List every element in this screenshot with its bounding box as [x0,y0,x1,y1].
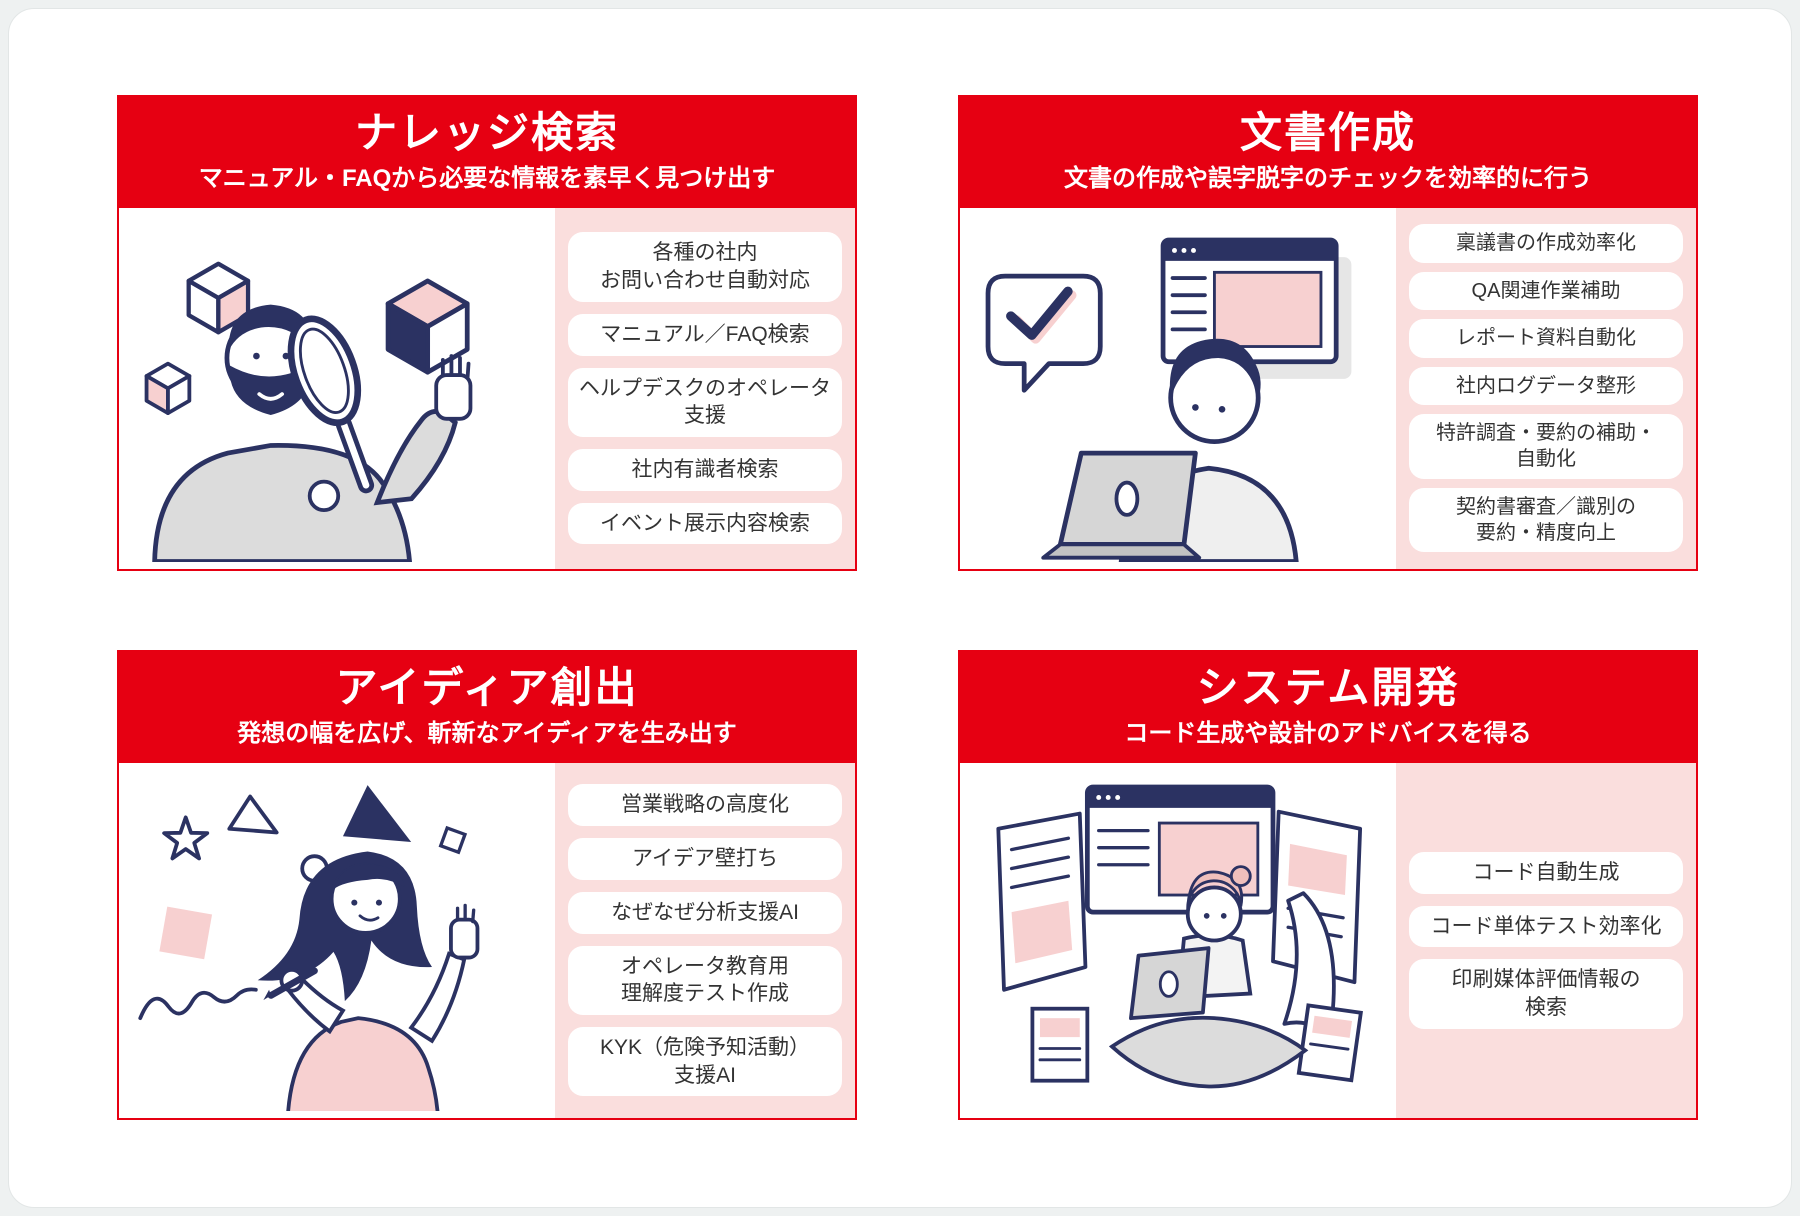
card-subtitle: 発想の幅を広げ、斬新なアイディアを生み出す [237,720,737,748]
feature-pill: 印刷媒体評価情報の 検索 [1409,959,1683,1029]
cube-icon [144,361,191,416]
feature-pill: 契約書審査／識別の 要約・精度向上 [1409,487,1683,553]
squiggle-line [138,987,258,1020]
person-figure [1108,865,1309,1089]
card-body: 営業戦略の高度化アイデア壁打ちなぜなぜ分析支援AI オペレータ教育用 理解度テスト… [119,762,855,1118]
side-screen-icon [996,811,1088,992]
feature-pill: コード単体テスト効率化 [1409,905,1683,948]
illustration-document-creation [960,207,1396,569]
feature-pill: 特許調査・要約の補助・ 自動化 [1409,413,1683,479]
document-icon [1030,1006,1089,1083]
feature-list: 稟議書の作成効率化 QA関連作業補助レポート資料自動化社内ログデータ整形特許調査・… [1396,207,1696,569]
pen-icon [263,967,318,1001]
feature-pill: 社内ログデータ整形 [1409,366,1683,405]
card-title: システム開発 [1196,664,1460,711]
feature-list: コード自動生成コード単体テスト効率化印刷媒体評価情報の 検索 [1396,762,1696,1118]
card-title: 文書作成 [1239,109,1416,156]
card-header: アイディア創出 発想の幅を広げ、斬新なアイディアを生み出す [119,652,855,763]
gripping-hand [307,479,340,513]
card-title: アイディア創出 [335,664,639,711]
card-idea-generation: アイディア創出 発想の幅を広げ、斬新なアイディアを生み出す [117,650,857,1120]
triangle-outline-icon [227,794,279,835]
feature-pill: KYK（危険予知活動） 支援AI [568,1026,842,1097]
cube-icon [186,261,250,335]
card-subtitle: マニュアル・FAQから必要な情報を素早く見つけ出す [198,165,776,193]
feature-pill: 営業戦略の高度化 [568,784,842,827]
laptop-icon [1041,450,1201,560]
card-body: 稟議書の作成効率化 QA関連作業補助レポート資料自動化社内ログデータ整形特許調査・… [960,207,1696,569]
card-header: ナレッジ検索 マニュアル・FAQから必要な情報を素早く見つけ出す [119,97,855,208]
person-with-screens-illustration [996,784,1363,1089]
card-header: システム開発 コード生成や設計のアドバイスを得る [960,652,1696,763]
card-knowledge-search: ナレッジ検索 マニュアル・FAQから必要な情報を素早く見つけ出す [117,95,857,571]
card-system-development: システム開発 コード生成や設計のアドバイスを得る [958,650,1698,1120]
triangle-filled-icon [342,785,411,842]
feature-pill: 各種の社内 お問い合わせ自動対応 [568,232,842,302]
pink-square-icon [159,906,212,960]
document-icon [1296,1003,1363,1083]
feature-pill: QA関連作業補助 [1409,271,1683,311]
check-speech-bubble-icon [985,273,1103,393]
card-document-creation: 文書作成 文書の作成や誤字脱字のチェックを効率的に行う [958,95,1698,571]
magnifying-glass-icon [287,315,374,494]
feature-pill: なぜなぜ分析支援AI [568,891,842,934]
feature-pill: オペレータ教育用 理解度テスト作成 [568,945,842,1015]
feature-list: 営業戦略の高度化アイデア壁打ちなぜなぜ分析支援AI オペレータ教育用 理解度テスト… [555,762,855,1118]
illustration-knowledge-search [119,207,555,569]
diamond-icon [438,825,467,855]
illustration-system-development [960,762,1396,1118]
feature-pill: 社内有識者検索 [568,448,842,491]
browser-window-icon [1160,237,1339,365]
person-at-laptop-illustration [985,237,1352,562]
card-title: ナレッジ検索 [354,109,619,156]
card-subtitle: コード生成や設計のアドバイスを得る [1124,720,1532,748]
feature-pill: 稟議書の作成効率化 [1409,224,1683,263]
open-palm-hand [448,903,480,960]
feature-list: 各種の社内 お問い合わせ自動対応マニュアル／FAQ検索ヘルプデスクのオペレータ … [555,207,855,569]
feature-pill: イベント展示内容検索 [568,502,842,545]
card-body: コード自動生成コード単体テスト効率化印刷媒体評価情報の 検索 [960,762,1696,1118]
card-header: 文書作成 文書の作成や誤字脱字のチェックを効率的に行う [960,97,1696,208]
cube-icon [385,278,470,375]
feature-pill: マニュアル／FAQ検索 [568,313,842,356]
card-subtitle: 文書の作成や誤字脱字のチェックを効率的に行う [1064,165,1592,193]
illustration-idea-generation [119,762,555,1118]
feature-pill: ヘルプデスクのオペレータ 支援 [568,367,842,437]
feature-pill: アイデア壁打ち [568,838,842,880]
woman-with-shapes-illustration [138,785,480,1111]
laptop-icon [1128,946,1211,1020]
man-figure [151,304,473,562]
browser-window-icon [1084,784,1276,915]
card-body: 各種の社内 お問い合わせ自動対応マニュアル／FAQ検索ヘルプデスクのオペレータ … [119,207,855,569]
man-magnifying-glass-illustration [144,261,473,562]
open-palm-hand [434,354,473,421]
star-icon [161,815,209,861]
feature-pill: コード自動生成 [1409,851,1683,894]
feature-pill: レポート資料自動化 [1409,319,1683,358]
